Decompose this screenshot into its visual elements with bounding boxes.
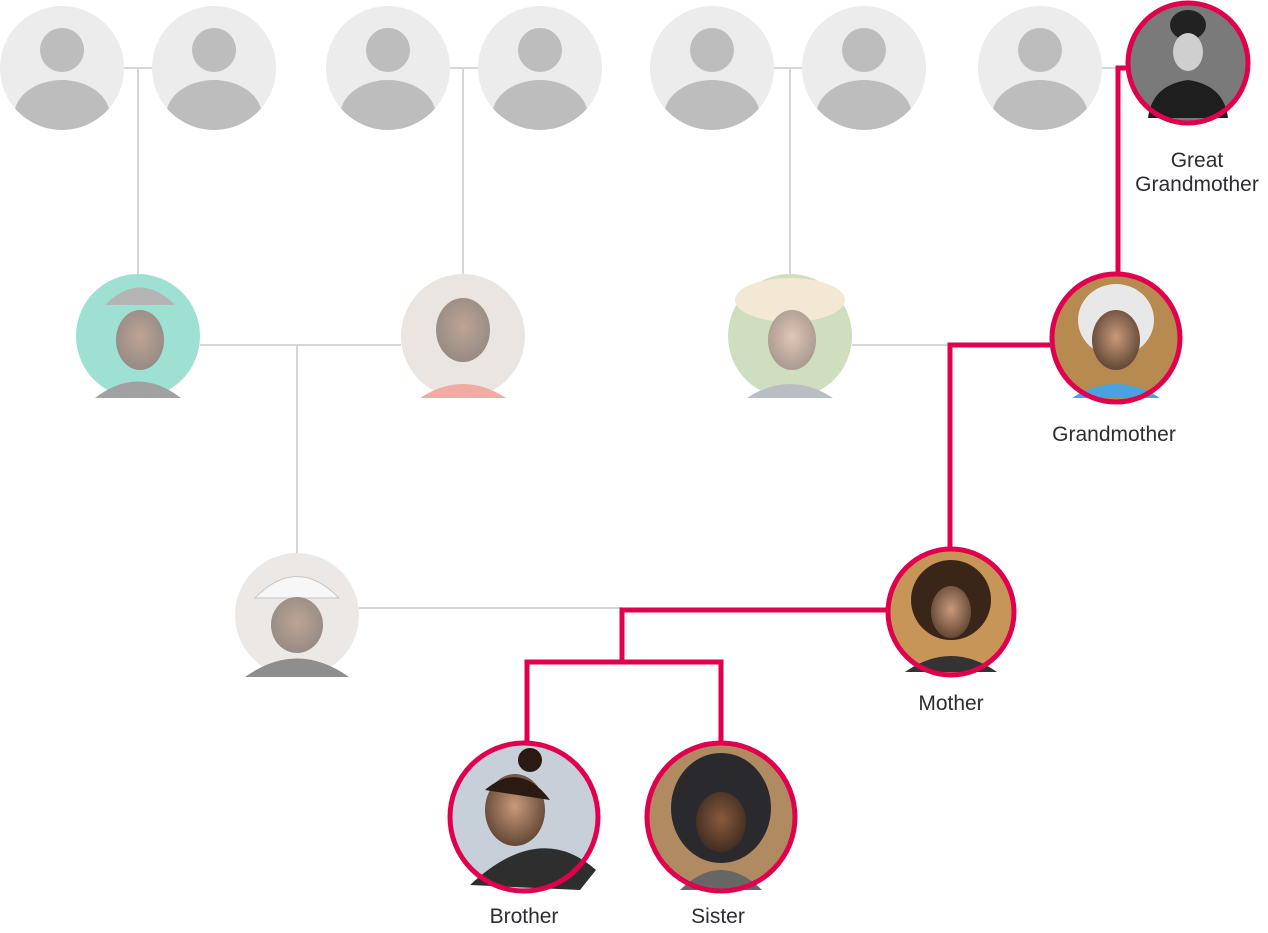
unknown-ancestor-avatar[interactable]	[650, 6, 774, 152]
grandmother-label: Grandmother	[1052, 423, 1176, 446]
unknown-ancestor-avatar[interactable]	[802, 6, 926, 152]
father-avatar[interactable]	[235, 553, 359, 677]
grandfather-paternal-avatar[interactable]	[76, 274, 200, 398]
great-grandmother-label-line2: Grandmother	[1135, 173, 1259, 196]
brother-avatar[interactable]	[447, 740, 601, 894]
gray-connectors	[124, 67, 1118, 609]
unknown-ancestor-avatar[interactable]	[478, 6, 602, 152]
great-grandmother-label: Great Grandmother	[1135, 149, 1259, 197]
great-grandmother-avatar[interactable]	[1125, 0, 1251, 126]
grandmother-avatar[interactable]	[1049, 271, 1183, 405]
brother-label: Brother	[489, 905, 559, 928]
sister-label: Sister	[691, 905, 745, 928]
unknown-ancestor-avatar[interactable]	[0, 6, 124, 152]
unknown-ancestor-avatar[interactable]	[152, 6, 276, 152]
mother-avatar[interactable]	[885, 546, 1017, 678]
unknown-ancestor-avatar[interactable]	[326, 6, 450, 152]
great-grandfather-maternal-avatar[interactable]	[728, 274, 852, 398]
grandmother-paternal-avatar[interactable]	[401, 274, 525, 398]
sister-avatar[interactable]	[644, 740, 798, 894]
great-grandmother-label-line1: Great	[1170, 149, 1224, 172]
unknown-ancestor-avatar[interactable]	[978, 6, 1102, 152]
mother-label: Mother	[918, 692, 984, 715]
lineage-connectors	[524, 65, 1130, 744]
